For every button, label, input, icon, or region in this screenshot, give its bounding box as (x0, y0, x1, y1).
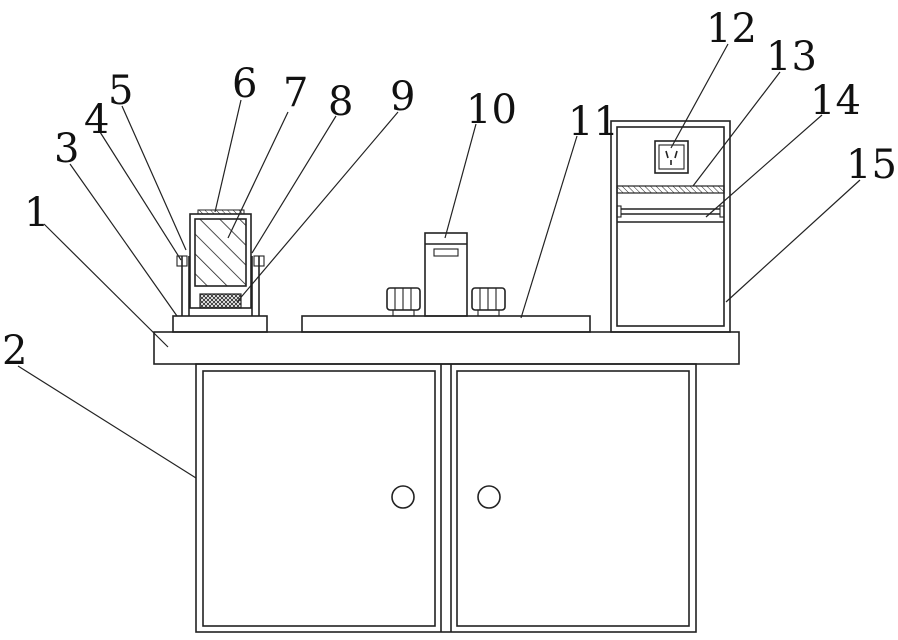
leader-1 (44, 224, 168, 347)
leader-lines (18, 44, 860, 478)
leader-3 (70, 164, 177, 316)
label-9: 9 (390, 74, 415, 120)
cabinet-body (196, 364, 696, 632)
leader-8 (252, 116, 336, 253)
right-door-knob (478, 486, 500, 508)
left-cabinet-door (203, 371, 435, 626)
table-top (154, 332, 739, 364)
faucet-body (425, 233, 467, 316)
side-cabinet (611, 121, 730, 332)
label-3: 3 (54, 126, 79, 172)
mirror-light-pad (200, 294, 241, 308)
label-12: 12 (706, 6, 757, 52)
label-8: 8 (328, 79, 353, 125)
label-2: 2 (2, 328, 27, 374)
label-13: 13 (766, 34, 817, 80)
label-4: 4 (84, 97, 109, 143)
leader-4 (100, 132, 181, 260)
left-door-knob (392, 486, 414, 508)
label-5: 5 (108, 68, 133, 114)
label-10: 10 (466, 87, 517, 133)
right-cabinet-door (457, 371, 689, 626)
leader-10 (445, 124, 476, 238)
mirror-assembly (173, 210, 267, 332)
leader-13 (693, 72, 780, 186)
right-valve-knob (472, 288, 505, 316)
faucet-outlet (434, 249, 458, 256)
label-14: 14 (810, 78, 861, 124)
label-1: 1 (24, 190, 49, 236)
mirror-top-strip (198, 210, 244, 214)
leader-15 (726, 180, 860, 302)
shelf-board (617, 186, 724, 193)
left-valve-knob (387, 288, 420, 316)
label-15: 15 (846, 142, 897, 188)
leader-11 (521, 136, 577, 318)
leader-12 (671, 44, 728, 148)
leader-2 (18, 366, 196, 478)
leader-9 (237, 112, 398, 302)
sink-plate (302, 316, 590, 332)
label-11: 11 (568, 99, 619, 145)
mirror-base (173, 316, 267, 332)
power-socket (655, 141, 688, 173)
leader-6 (215, 100, 241, 212)
faucet-assembly (302, 233, 590, 332)
label-7: 7 (283, 70, 308, 116)
label-6: 6 (232, 61, 257, 107)
leader-7 (228, 112, 288, 238)
leader-5 (122, 106, 186, 250)
mirror-glass (195, 219, 246, 286)
